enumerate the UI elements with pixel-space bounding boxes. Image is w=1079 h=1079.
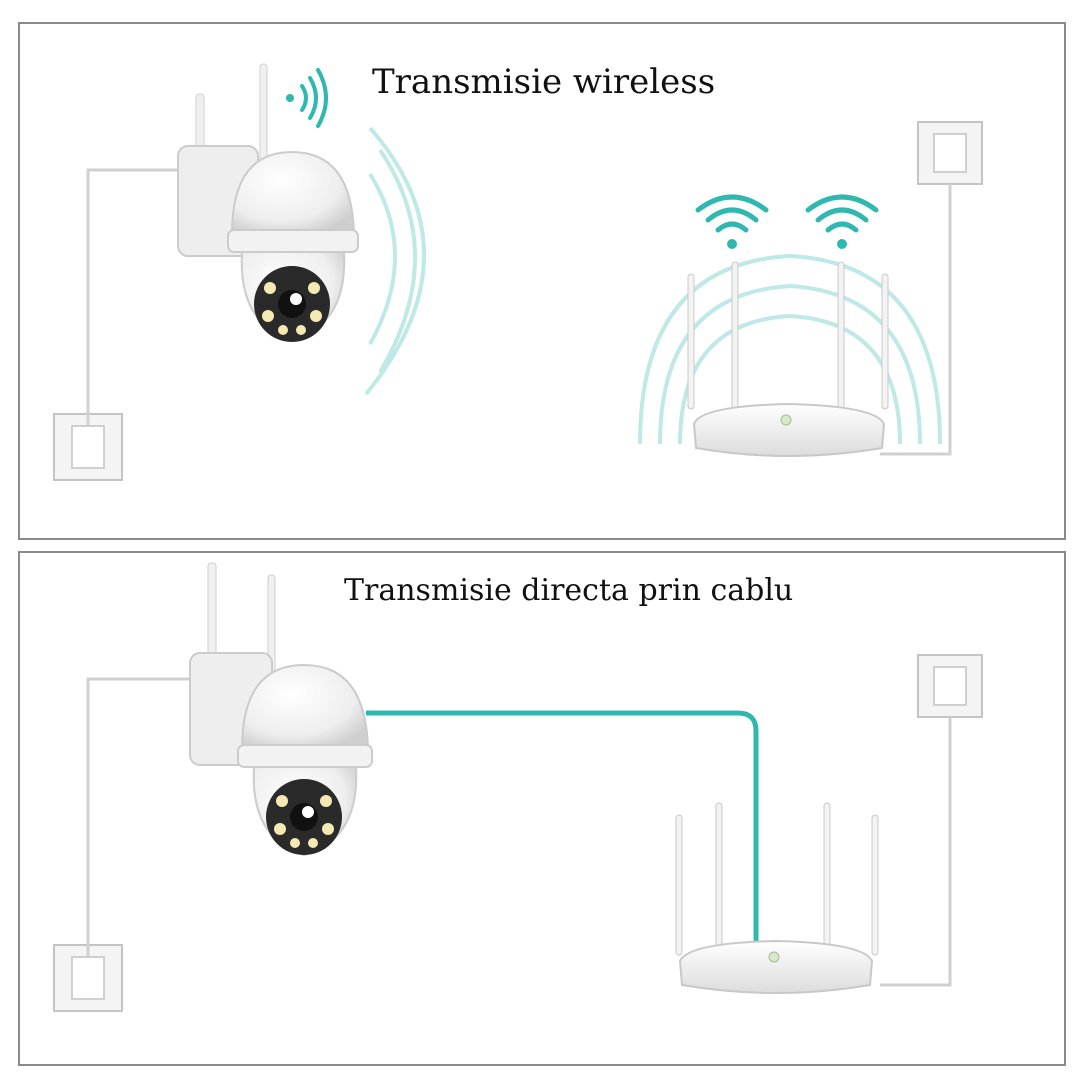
cable-scene <box>53 562 983 1012</box>
camera-cable <box>189 562 373 857</box>
panel-cable: Transmisie directa prin cablu <box>18 551 1066 1066</box>
wifi-icon-router-left <box>695 194 769 249</box>
wall-socket-right <box>917 121 983 185</box>
power-cable-right <box>880 184 952 456</box>
router-wireless <box>687 261 889 457</box>
wifi-signal-icon-camera <box>286 68 328 128</box>
panel-title-cable: Transmisie directa prin cablu <box>344 573 794 608</box>
network-cable <box>366 710 759 945</box>
camera-wireless <box>177 63 359 342</box>
wall-socket-right-cable <box>917 654 983 718</box>
wireless-scene <box>53 63 983 481</box>
power-cable-right-cable <box>880 717 952 987</box>
router-cable <box>675 802 879 994</box>
wifi-icon-router-right <box>805 194 879 249</box>
panel-title-wireless: Transmisie wireless <box>372 62 716 102</box>
panel-wireless: Transmisie wireless <box>18 22 1066 540</box>
signal-waves-camera <box>364 126 426 396</box>
power-cable-left-cable <box>86 677 196 957</box>
power-cable-left <box>86 168 186 426</box>
